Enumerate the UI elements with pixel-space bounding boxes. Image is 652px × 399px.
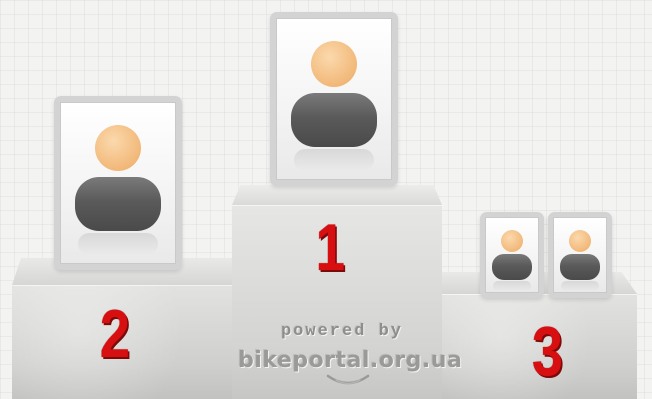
winner-card-first[interactable] — [270, 12, 398, 186]
user-avatar-icon — [276, 18, 392, 180]
avatar-reflection — [493, 281, 531, 291]
avatar-body — [291, 93, 377, 147]
avatar-body — [75, 177, 161, 231]
avatar-body — [560, 254, 600, 280]
user-avatar-icon — [553, 217, 607, 293]
winner-card-third-b[interactable] — [548, 212, 612, 298]
site-logo-link[interactable]: bikeportal.org.ua — [238, 348, 438, 373]
avatar-reflection — [78, 233, 158, 255]
user-avatar-icon — [60, 102, 176, 264]
powered-by-label: powered by — [278, 322, 406, 341]
logo-swoosh-icon — [326, 372, 370, 388]
avatar-head — [95, 125, 141, 171]
avatar-reflection — [294, 149, 374, 171]
avatar-head — [569, 230, 591, 252]
avatar-head — [501, 230, 523, 252]
place-number-third: 3 — [532, 316, 563, 386]
winner-card-third-a[interactable] — [480, 212, 544, 298]
place-number-second: 2 — [100, 300, 130, 368]
avatar-body — [492, 254, 532, 280]
winner-card-second[interactable] — [54, 96, 182, 270]
user-avatar-icon — [485, 217, 539, 293]
podium-step-top — [232, 185, 442, 205]
avatar-reflection — [561, 281, 599, 291]
place-number-first: 1 — [316, 214, 345, 280]
avatar-head — [311, 41, 357, 87]
